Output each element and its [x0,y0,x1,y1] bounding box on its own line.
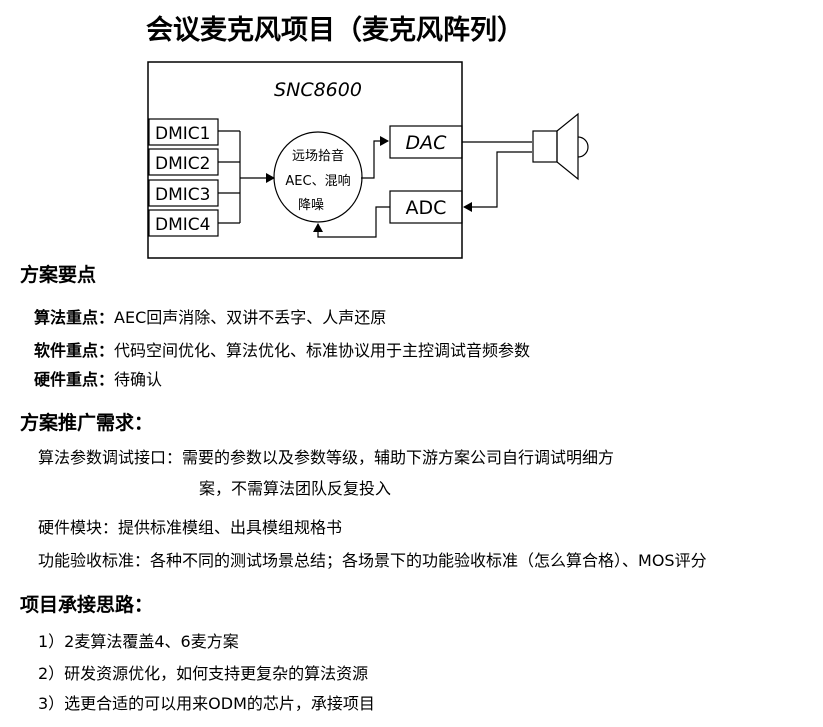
mic-bus-lines [218,130,275,224]
speaker-to-adc-arrow [463,151,532,212]
chip-box [147,61,463,259]
dsp-circle [273,131,363,223]
adc-label: ADC [406,197,447,219]
adc-to-dsp-arrow [313,206,390,238]
speaker-icon [532,112,589,181]
promotion-item-tuning-interface-cont: 案，不需算法团队反复投入 [199,479,392,498]
key-point-label: 软件重点： [34,341,115,360]
approach-item-2: 2）研发资源优化，如何支持更复杂的算法资源 [38,664,369,683]
key-point-label: 硬件重点： [34,370,115,389]
page-title: 会议麦克风项目（麦克风阵列） [146,15,524,46]
mic-box-1 [148,118,219,146]
promotion-item-acceptance: 功能验收标准：各种不同的测试场景总结；各场景下的功能验收标准（怎么算合格）、MO… [38,547,707,571]
promotion-item-label: 硬件模块： [38,518,119,537]
promotion-item-text: 提供标准模组、出具模组规格书 [118,518,343,537]
section-heading-approach: 项目承接思路： [20,594,154,616]
dac-label: DAC [406,132,448,154]
key-point-software: 软件重点：代码空间优化、算法优化、标准协议用于主控调试音频参数 [34,337,530,361]
chip-label: SNC8600 [274,79,362,101]
dsp-line-2: AEC、混响 [285,173,350,189]
mic-label-1: DMIC1 [155,124,210,144]
dsp-to-dac-arrow [361,136,389,179]
promotion-item-label: 算法参数调试接口： [38,448,183,467]
promotion-item-label: 功能验收标准： [38,551,151,570]
key-point-text: 代码空间优化、算法优化、标准协议用于主控调试音频参数 [114,341,531,360]
dsp-line-1: 远场拾音 [292,148,344,164]
dsp-line-3: 降噪 [298,198,324,213]
key-point-algorithm: 算法重点：AEC回声消除、双讲不丢字、人声还原 [34,304,386,328]
promotion-item-text: 需要的参数以及参数等级，辅助下游方案公司自行调试明细方 [182,448,615,467]
key-point-text: AEC回声消除、双讲不丢字、人声还原 [114,308,387,327]
promotion-item-hardware-module: 硬件模块：提供标准模组、出具模组规格书 [38,514,342,538]
key-point-text: 待确认 [114,370,163,389]
mic-label-3: DMIC3 [155,185,210,205]
promotion-item-text: 各种不同的测试场景总结；各场景下的功能验收标准（怎么算合格）、MOS评分 [150,551,707,570]
section-heading-key-points: 方案要点 [20,264,97,286]
mic-label-2: DMIC2 [155,154,210,174]
section-heading-promotion-needs: 方案推广需求： [20,412,154,434]
key-point-hardware: 硬件重点：待确认 [34,366,162,390]
mic-label-4: DMIC4 [155,215,210,235]
key-point-label: 算法重点： [34,308,115,327]
promotion-item-tuning-interface: 算法参数调试接口：需要的参数以及参数等级，辅助下游方案公司自行调试明细方 [38,444,614,468]
mic-group: DMIC1 DMIC2 DMIC3 DMIC4 [148,118,219,237]
approach-item-1: 1）2麦算法覆盖4、6麦方案 [38,632,239,651]
block-diagram: SNC8600 DMIC1 DMIC2 DMIC3 DMIC4 远场拾音 AEC… [147,61,589,259]
approach-item-3: 3）选更合适的可以用来ODM的芯片，承接项目 [38,694,375,713]
